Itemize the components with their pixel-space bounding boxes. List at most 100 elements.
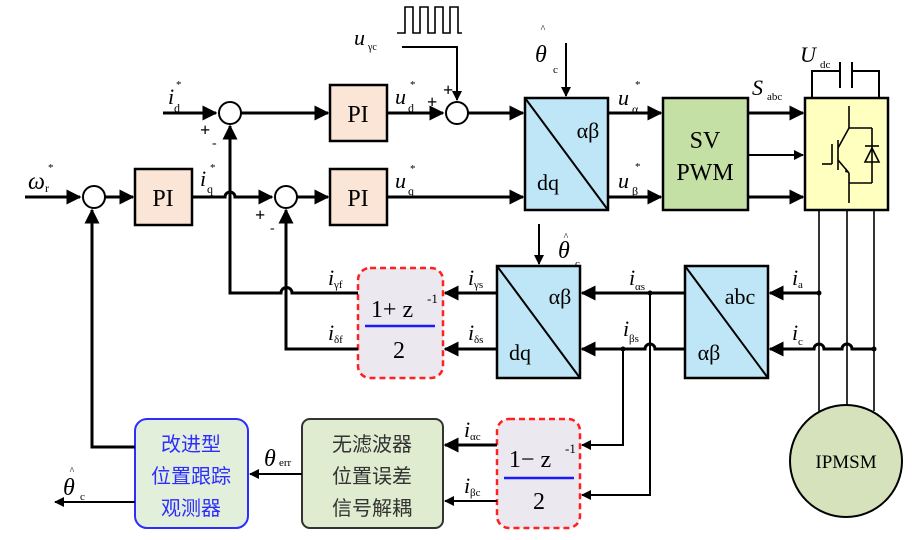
sum-junction-d — [218, 101, 242, 125]
igbt-emitter-arrow — [845, 168, 849, 173]
clarke-top-label: abc — [725, 284, 756, 309]
ialpha-to-hf-filter-wire — [581, 293, 651, 500]
svg-text:u: u — [618, 85, 629, 110]
svg-text:i: i — [792, 320, 798, 345]
svg-text:u: u — [395, 168, 406, 193]
label-idelta-f: i δf — [328, 320, 343, 346]
label-uq-ref: u q * — [395, 163, 416, 198]
pi-d-label: PI — [347, 102, 368, 128]
diff-filter-numerator: 1− z — [509, 447, 551, 473]
svg-text:q: q — [207, 182, 213, 196]
label-theta-c-top: ^ θ c — [535, 24, 558, 76]
svg-text:αc: αc — [470, 431, 481, 443]
idelta-f-feedback-wire — [278, 208, 358, 351]
label-ia: i a — [792, 265, 803, 291]
igbt-icon — [822, 106, 881, 203]
svg-text:*: * — [410, 163, 416, 175]
inverse-park-bottom-label: dq — [537, 170, 559, 195]
svg-text:i: i — [468, 265, 474, 290]
svg-text:^: ^ — [70, 466, 75, 477]
label-igamma-s: i γs — [468, 265, 483, 291]
svg-text:i: i — [623, 316, 629, 341]
ipmsm-motor — [789, 404, 903, 518]
observer-line1: 改进型 — [161, 432, 221, 456]
svg-text:d: d — [174, 101, 180, 115]
diff-filter-block — [495, 417, 582, 530]
sign-plus-ud: + — [427, 92, 437, 112]
square-wave-icon — [397, 6, 462, 34]
svg-text:c: c — [80, 491, 85, 503]
diff-filter-denominator: 2 — [533, 489, 545, 515]
svpwm-block — [661, 96, 750, 212]
svg-text:i: i — [200, 166, 206, 191]
svg-text:d: d — [408, 101, 414, 115]
ibeta-to-hf-filter-wire — [581, 349, 624, 450]
sum-junction-injection — [445, 101, 469, 125]
svg-text:θ: θ — [535, 42, 547, 68]
ic-wire — [768, 341, 874, 357]
sign-plus-d: + — [200, 120, 210, 140]
svg-text:β: β — [632, 184, 638, 198]
label-s-abc: S abc — [752, 75, 782, 103]
svg-text:S: S — [752, 75, 763, 100]
label-theta-c-out: ^ θ c — [63, 466, 85, 503]
svg-text:c: c — [553, 64, 558, 76]
svpwm-label-line1: SV — [690, 128, 721, 154]
svg-text:i: i — [464, 473, 470, 498]
sum-filter-numerator: 1+ z — [371, 297, 413, 323]
label-u-injection: u γc — [354, 25, 377, 53]
svg-text:u: u — [354, 25, 365, 50]
svg-text:ω: ω — [28, 169, 45, 195]
svg-text:*: * — [48, 162, 54, 174]
svg-text:i: i — [468, 320, 474, 345]
pi-speed-label: PI — [152, 186, 173, 212]
sign-minus-d: - — [212, 136, 217, 151]
svg-text:γc: γc — [367, 42, 377, 53]
label-theta-c-mid: ^ θ c — [558, 232, 580, 270]
svg-text:*: * — [635, 161, 641, 173]
injection-wire — [402, 46, 462, 101]
label-ud-ref: u d * — [395, 79, 416, 115]
decoupler-line2: 位置误差 — [332, 464, 412, 488]
svg-text:βs: βs — [629, 333, 639, 345]
svg-text:γf: γf — [333, 279, 343, 291]
svg-text:^: ^ — [541, 24, 546, 35]
observer-block — [134, 418, 249, 529]
label-theta-err: θ err — [264, 446, 292, 472]
clarke-bottom-label: αβ — [698, 340, 721, 365]
svg-text:α: α — [632, 102, 639, 116]
sum-filter-denominator: 2 — [393, 338, 405, 364]
ia-junction-dot — [816, 290, 822, 296]
inverse-park-diagonal — [524, 97, 609, 211]
svg-text:θ: θ — [63, 475, 75, 501]
svg-text:θ: θ — [264, 446, 276, 472]
park-diagonal — [496, 265, 581, 379]
svg-text:*: * — [635, 79, 641, 91]
ic-junction-dot — [871, 346, 877, 352]
svg-text:δf: δf — [334, 334, 343, 346]
observer-line2: 位置跟踪 — [151, 464, 231, 488]
svg-text:err: err — [279, 457, 292, 469]
park-top-label: αβ — [549, 284, 572, 309]
observer-line3: 观测器 — [161, 496, 221, 520]
iq-ref-wire — [192, 189, 274, 205]
svg-text:*: * — [410, 79, 416, 91]
svg-text:r: r — [45, 181, 49, 195]
sum-junction-q — [274, 185, 298, 209]
svg-text:αs: αs — [635, 281, 645, 293]
svg-text:u: u — [395, 84, 406, 109]
label-ualpha-ref: u α * — [618, 79, 641, 116]
svg-text:q: q — [408, 184, 414, 198]
pi-q-label: PI — [347, 186, 368, 212]
capacitor-icon — [811, 62, 880, 98]
svg-text:c: c — [575, 258, 580, 270]
label-ubeta-ref: u β * — [618, 161, 641, 198]
sum-filter-block — [356, 266, 445, 380]
motor-label: IPMSM — [815, 452, 876, 473]
label-ic: i c — [792, 320, 803, 348]
decoupler-line1: 无滤波器 — [332, 432, 412, 456]
label-ibeta-s: i βs — [623, 316, 639, 345]
label-ibeta-c: i βc — [464, 473, 481, 499]
svg-text:i: i — [328, 320, 334, 345]
